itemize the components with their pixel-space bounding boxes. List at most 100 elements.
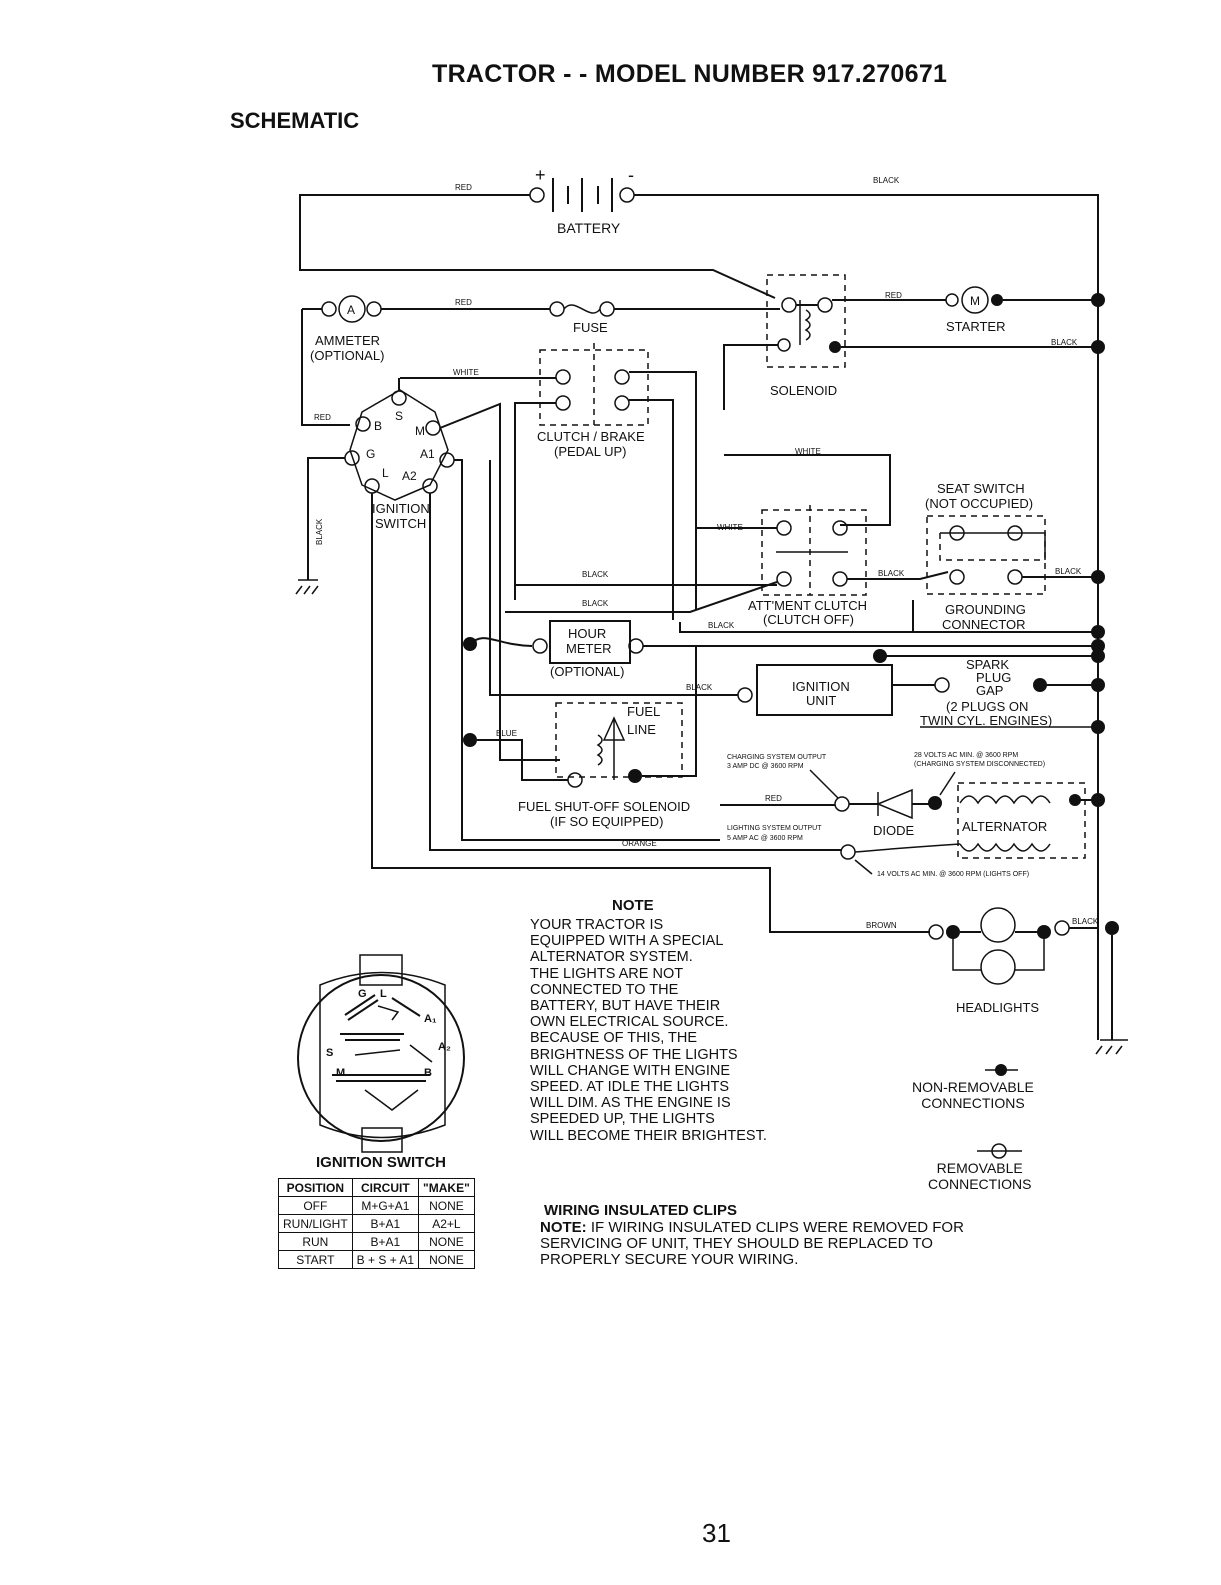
non-removable-line: NON-REMOVABLE [912, 1079, 1034, 1095]
switch-terminal-a1: A1 [420, 447, 435, 461]
table-cell: B+A1 [351, 1214, 420, 1233]
removable-label: REMOVABLE CONNECTIONS [928, 1160, 1031, 1192]
note-line: SPEED. AT IDLE THE LIGHTS [530, 1079, 730, 1096]
fuel-line-label: FUEL [627, 704, 660, 719]
wire-red-label-5: RED [765, 794, 782, 803]
headlights-label: HEADLIGHTS [956, 1000, 1039, 1015]
table-cell: NONE [418, 1232, 475, 1251]
ammeter-symbol [338, 295, 366, 323]
wire-black-label-6: BLACK [878, 569, 905, 578]
ammeter-symbol-label: A [347, 303, 355, 317]
wiring-clips-body: NOTE: IF WIRING INSULATED CLIPS WERE REM… [540, 1220, 964, 1268]
ignition-switch-label: IGNITION [372, 501, 430, 516]
fuse-symbol [563, 304, 601, 314]
ignition-switch-face [296, 954, 466, 1153]
switch-terminal-s: S [395, 409, 403, 423]
diode-label: DIODE [873, 823, 915, 838]
table-cell: RUN/LIGHT [278, 1214, 353, 1233]
note-line: SPEEDED UP, THE LIGHTS [530, 1111, 715, 1128]
face-label-a1: A₁ [424, 1013, 437, 1025]
fuel-solenoid-box [555, 702, 683, 778]
fuel-solenoid-label: FUEL SHUT-OFF SOLENOID [518, 799, 690, 814]
grounding-sub-label: CONNECTOR [942, 617, 1026, 632]
wire-black-label-2: BLACK [1051, 338, 1078, 347]
wiring-clips-line: IF WIRING INSULATED CLIPS WERE REMOVED F… [590, 1219, 964, 1236]
hour-meter-optional-label: (OPTIONAL) [550, 664, 624, 679]
wire-black-label-9: BLACK [686, 683, 713, 692]
page-title: TRACTOR - - MODEL NUMBER 917.270671 [432, 60, 948, 88]
switch-terminal-m: M [415, 424, 425, 438]
table-row: START B + S + A1 NONE [278, 1250, 475, 1269]
battery-label: BATTERY [557, 220, 621, 236]
fuel-solenoid-sub-label: (IF SO EQUIPPED) [550, 814, 663, 829]
headlight-icon [980, 907, 1016, 943]
seat-switch-box [926, 515, 1046, 595]
charging-output-sub-label: 3 AMP DC @ 3600 RPM [727, 763, 804, 770]
face-label-a2: A₂ [438, 1041, 451, 1053]
seat-switch-label: SEAT SWITCH [937, 481, 1025, 496]
note-title: NOTE [612, 897, 654, 914]
face-label-m: M [336, 1067, 345, 1079]
table-header: CIRCUIT [351, 1178, 420, 1197]
note-line: WILL CHANGE WITH ENGINE [530, 1062, 731, 1079]
ammeter-optional-label: (OPTIONAL) [310, 348, 384, 363]
table-cell: RUN [278, 1232, 353, 1251]
clutch-brake-sub-label: (PEDAL UP) [554, 444, 626, 459]
ignition-unit-label: IGNITION [792, 679, 850, 694]
note-line: BECAUSE OF THIS, THE [530, 1030, 698, 1047]
non-removable-line-2: CONNECTIONS [921, 1095, 1025, 1111]
note-line: BATTERY, BUT HAVE THEIR [530, 998, 721, 1015]
table-row: OFF M+G+A1 NONE [278, 1196, 475, 1215]
starter-label: STARTER [946, 319, 1005, 334]
spark-plug-label: SPARK [966, 657, 1009, 672]
table-header: POSITION [278, 1178, 353, 1197]
wire-white-label-1: WHITE [453, 368, 479, 377]
switch-terminal-a2: A2 [402, 469, 417, 483]
ignition-switch-sub-label: SWITCH [375, 516, 426, 531]
solenoid-label: SOLENOID [770, 383, 837, 398]
wire-black-label-7: BLACK [708, 621, 735, 630]
table-cell: A2+L [418, 1214, 475, 1233]
seat-switch-sub-label: (NOT OCCUPIED) [925, 496, 1033, 511]
non-removable-symbol [995, 1064, 1007, 1076]
lighting-output-sub-label: 5 AMP AC @ 3600 RPM [727, 835, 803, 842]
spark-plug-note-label: (2 PLUGS ON [946, 699, 1028, 714]
charging-output-label: CHARGING SYSTEM OUTPUT [727, 754, 827, 761]
wire-red-label-1: RED [455, 183, 472, 192]
note-line: OWN ELECTRICAL SOURCE. [530, 1014, 729, 1031]
wire-white-label-2: WHITE [795, 447, 821, 456]
removable-line: REMOVABLE [936, 1160, 1023, 1176]
alternator-label: ALTERNATOR [962, 819, 1047, 834]
clutch-brake-label: CLUTCH / BRAKE [537, 429, 645, 444]
wire-black-label-4: BLACK [582, 570, 609, 579]
fuse-label: FUSE [573, 320, 608, 335]
table-cell: OFF [278, 1196, 353, 1215]
note-line: WILL DIM. AS THE ENGINE IS [530, 1095, 731, 1112]
wire-orange-label: ORANGE [622, 839, 657, 848]
fuel-line-label-2: LINE [627, 722, 656, 737]
table-cell: B + S + A1 [351, 1250, 420, 1269]
grounding-label: GROUNDING [945, 602, 1026, 617]
battery-plus-label: + [535, 165, 546, 185]
note-line: CONNECTED TO THE [530, 981, 679, 998]
wire-black-label-5: BLACK [582, 599, 609, 608]
spark-plug-gap-label: GAP [976, 683, 1003, 698]
table-row: RUN/LIGHT B+A1 A2+L [278, 1214, 475, 1233]
table-cell: NONE [418, 1250, 475, 1269]
wire-black-label-1: BLACK [873, 176, 900, 185]
battery-symbol [529, 178, 635, 212]
wiring-clips-line-2: SERVICING OF UNIT, THEY SHOULD BE REPLAC… [540, 1235, 933, 1252]
battery-minus-label: - [628, 165, 634, 185]
non-removable-label: NON-REMOVABLE CONNECTIONS [912, 1079, 1034, 1111]
volts28-sub-label: (CHARGING SYSTEM DISCONNECTED) [914, 761, 1045, 768]
removable-line-2: CONNECTIONS [928, 1176, 1032, 1192]
attment-clutch-label: ATT'MENT CLUTCH [748, 598, 867, 613]
hour-meter-sub-label: METER [566, 641, 612, 656]
note-body: YOUR TRACTOR IS EQUIPPED WITH A SPECIAL … [530, 917, 830, 1144]
wire-black-label-3: BLACK [315, 518, 324, 545]
attment-clutch-box [761, 509, 867, 596]
removable-symbol [991, 1143, 1007, 1159]
alternator-box [957, 782, 1086, 859]
ignition-unit-box [756, 664, 893, 716]
